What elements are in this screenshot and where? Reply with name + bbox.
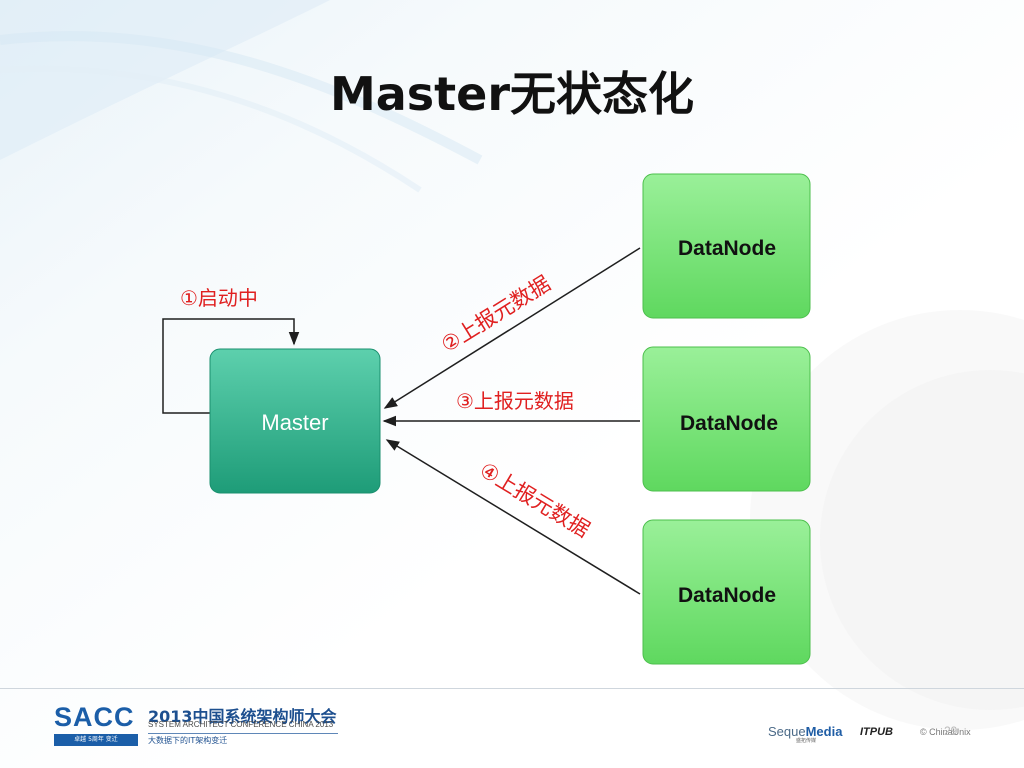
sequemedia-logo-suffix: Media (805, 724, 843, 739)
sequemedia-logo: SequeMedia (768, 724, 842, 739)
datanode-1-label: DataNode (678, 237, 776, 260)
itpub-logo: ITPUB (860, 726, 893, 738)
arrow-datanode-3-to-master (385, 439, 641, 595)
arrow-datanode-1-to-master (383, 247, 641, 409)
conference-divider (148, 733, 338, 734)
page-number: 29 (944, 724, 958, 738)
step-3-label: ③上报元数据 (456, 389, 574, 413)
conference-subtitle: 大数据下的IT架构变迁 (148, 736, 228, 745)
sequemedia-subtitle: 盛拓传媒 (796, 738, 817, 744)
chinaunix-logo: © ChinaUnix (920, 727, 971, 737)
restart-loop-connector (162, 318, 300, 414)
sacc-badge: 卓越 5周年 变迁 (54, 734, 138, 746)
sacc-logo: SACC (54, 702, 135, 732)
datanode-2: DataNode (642, 346, 811, 492)
sponsor-logos: SequeMedia 盛拓传媒 ITPUB © ChinaUnix (768, 724, 998, 744)
footer-divider (0, 688, 1024, 689)
step-2-label: ②上报元数据 (437, 271, 555, 357)
datanode-2-label: DataNode (680, 412, 778, 435)
page-title: Master无状态化 (329, 67, 695, 121)
master-node-label: Master (261, 410, 328, 435)
datanode-3: DataNode (642, 519, 811, 665)
step-1-label: ①启动中 (180, 286, 258, 310)
master-node: Master (209, 348, 381, 494)
datanode-1: DataNode (642, 173, 811, 319)
conference-title: 2013中国系统架构师大会 (148, 707, 337, 726)
datanode-3-label: DataNode (678, 584, 776, 607)
conference-english: SYSTEM ARCHITECT CONFERENCE CHINA 2013 (148, 720, 334, 729)
sequemedia-logo-prefix: Seque (768, 724, 806, 739)
